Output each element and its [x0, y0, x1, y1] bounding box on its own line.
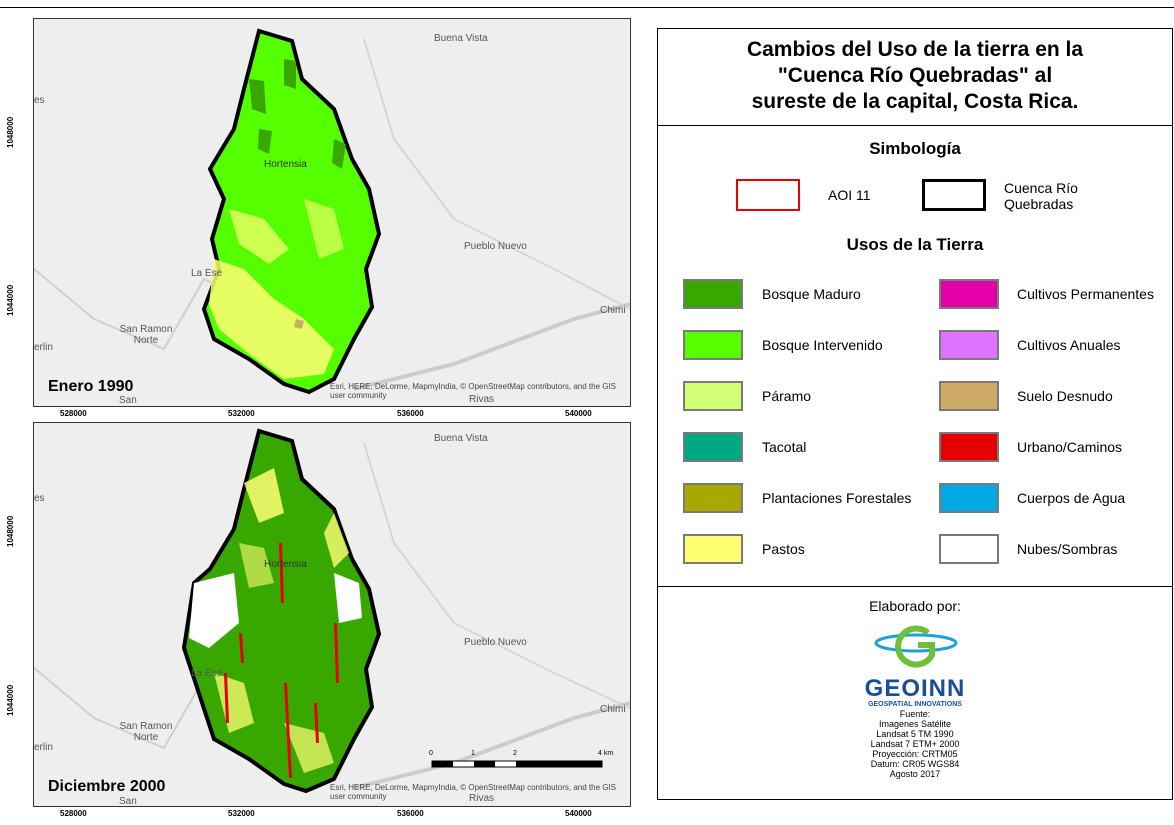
cuenca-label: Cuenca Río Quebradas — [1004, 180, 1078, 212]
symbology-heading: Simbología — [869, 139, 961, 158]
place-san-ramon-norte: San Ramon Norte — [119, 721, 173, 743]
y-tick: 1048000 — [6, 116, 15, 148]
map-2000[interactable]: Buena Vista Hortensia Pueblo Nuevo La Es… — [33, 422, 631, 807]
source-line: Landsat 5 TM 1990 — [876, 729, 954, 739]
place-rivas: Rivas — [469, 394, 495, 405]
swatch-bosque-intervenido — [683, 330, 743, 360]
aoi-label: AOI 11 — [828, 187, 871, 203]
place-la-ese: La Ese — [191, 668, 223, 679]
swatch-bosque-maduro — [683, 279, 743, 309]
credit-heading: Elaborado por: — [869, 598, 961, 614]
place-pueblo-nuevo: Pueblo Nuevo — [464, 637, 527, 648]
place-erlin: erlin — [34, 342, 53, 353]
title-line: Cambios del Uso de la tierra en la — [746, 38, 1084, 61]
x-tick: 532000 — [228, 409, 255, 418]
y-tick: 1044000 — [6, 684, 15, 716]
swatch-tacotal — [683, 432, 743, 462]
cuenca-label-line: Quebradas — [1004, 196, 1074, 212]
place-san: San — [119, 796, 137, 807]
label-bosque-intervenido: Bosque Intervenido — [762, 337, 883, 353]
x-tick: 528000 — [60, 809, 87, 818]
map-title: Cambios del Uso de la tierra en la "Cuen… — [658, 37, 1172, 115]
place-es: es — [34, 95, 45, 106]
map-attribution: Esri, HERE, DeLorme, MapmyIndia, © OpenS… — [330, 382, 617, 400]
place-es: es — [34, 493, 45, 504]
label-pastos: Pastos — [762, 541, 805, 557]
swatch-cuerpos-agua — [939, 483, 999, 513]
place-san: San — [119, 395, 137, 406]
place-chimi: Chimi — [600, 305, 626, 316]
map-1990-canvas — [34, 28, 630, 395]
place-buena-vista: Buena Vista — [434, 33, 488, 44]
legend-panel: Cambios del Uso de la tierra en la "Cuen… — [657, 28, 1173, 800]
label-nubes: Nubes/Sombras — [1017, 541, 1118, 557]
place-chimi: Chimi — [600, 704, 626, 715]
map-attribution: Esri, HERE, DeLorme, MapmyIndia, © OpenS… — [330, 783, 617, 801]
cuenca-label-line: Cuenca Río — [1004, 180, 1078, 196]
aoi-swatch — [736, 179, 800, 211]
place-rivas: Rivas — [469, 793, 495, 804]
x-tick: 532000 — [228, 809, 255, 818]
y-tick: 1048000 — [6, 515, 15, 547]
scale-label: 2 — [513, 750, 517, 757]
swatch-cultivos-anuales — [939, 330, 999, 360]
swatch-cultivos-permanentes — [939, 279, 999, 309]
geoinn-logo-icon — [874, 625, 958, 668]
label-paramo: Páramo — [762, 388, 812, 404]
x-tick: 536000 — [397, 809, 424, 818]
label-bosque-maduro: Bosque Maduro — [762, 286, 861, 302]
y-tick: 1044000 — [6, 284, 15, 316]
source-line: Landsat 7 ETM+ 2000 — [870, 739, 960, 749]
label-cuerpos-agua: Cuerpos de Agua — [1017, 490, 1126, 506]
swatch-nubes — [939, 534, 999, 564]
source-line: Imagenes Satélite — [878, 719, 952, 729]
swatch-plantaciones — [683, 483, 743, 513]
title-line: sureste de la capital, Costa Rica. — [751, 90, 1079, 113]
place-erlin: erlin — [34, 742, 53, 753]
place-hortensia: Hortensia — [264, 559, 307, 570]
label-plantaciones: Plantaciones Forestales — [762, 490, 912, 506]
label-suelo-desnudo: Suelo Desnudo — [1017, 388, 1113, 404]
source-line: Fuente: — [899, 709, 931, 719]
swatch-pastos — [683, 534, 743, 564]
map-1990[interactable]: Buena Vista Hortensia Pueblo Nuevo La Es… — [33, 18, 631, 407]
place-la-ese: La Ese — [191, 268, 223, 279]
scale-label: 4 km — [598, 750, 614, 757]
x-tick: 540000 — [565, 809, 592, 818]
place-pueblo-nuevo: Pueblo Nuevo — [464, 241, 527, 252]
source-line: Datum: CR05 WGS84 — [870, 759, 960, 769]
legend-divider — [658, 586, 1172, 587]
label-cultivos-anuales: Cultivos Anuales — [1017, 337, 1121, 353]
logo-name: GEOINN — [864, 675, 966, 702]
map-date-label: Enero 1990 — [48, 378, 134, 395]
top-rule — [0, 7, 1174, 8]
scale-label: 1 — [471, 750, 475, 757]
x-tick: 528000 — [60, 409, 87, 418]
place-hortensia: Hortensia — [264, 159, 307, 170]
swatch-suelo-desnudo — [939, 381, 999, 411]
title-divider — [658, 125, 1172, 126]
label-urbano: Urbano/Caminos — [1017, 439, 1123, 455]
x-tick: 536000 — [397, 409, 424, 418]
label-cultivos-permanentes: Cultivos Permanentes — [1017, 286, 1154, 302]
place-buena-vista: Buena Vista — [434, 433, 488, 444]
swatch-paramo — [683, 381, 743, 411]
place-san-ramon-norte: San Ramon Norte — [119, 324, 173, 346]
x-tick: 540000 — [565, 409, 592, 418]
swatch-urbano — [939, 432, 999, 462]
map-date-label: Diciembre 2000 — [48, 778, 166, 795]
logo-tagline: GEOSPATIAL INNOVATIONS — [868, 701, 962, 708]
scale-label: 0 — [429, 750, 433, 757]
map-2000-canvas — [34, 428, 630, 794]
title-line: "Cuenca Río Quebradas" al — [777, 64, 1053, 87]
land-use-heading: Usos de la Tierra — [846, 235, 984, 254]
cuenca-swatch — [922, 179, 986, 211]
source-line: Proyección: CRTM05 — [872, 749, 958, 759]
source-line: Agosto 2017 — [889, 769, 941, 779]
label-tacotal: Tacotal — [762, 439, 807, 455]
